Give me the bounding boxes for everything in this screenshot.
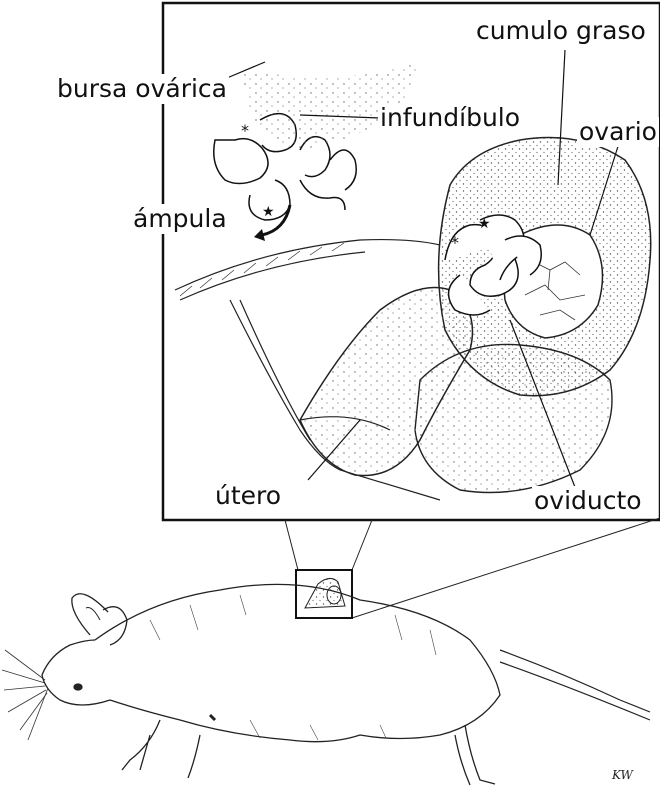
svg-text:★: ★ xyxy=(478,216,491,232)
svg-text:*: * xyxy=(241,121,249,140)
label-bursa-ovarica: bursa ovárica xyxy=(55,74,229,104)
label-ampula: ámpula xyxy=(131,204,229,234)
mouse-whiskers xyxy=(2,650,48,740)
ampulla-arrowhead xyxy=(254,229,265,241)
mesentery-hatching xyxy=(180,243,344,296)
svg-text:*: * xyxy=(451,233,459,252)
mouse-fur-strokes xyxy=(150,595,436,740)
label-ovario: ovario xyxy=(577,117,659,147)
artist-signature: KW xyxy=(612,768,633,782)
label-cumulo-graso: cumulo graso xyxy=(474,16,648,46)
svg-text:★: ★ xyxy=(262,204,275,220)
label-oviducto: oviducto xyxy=(532,486,644,516)
label-utero: útero xyxy=(213,481,283,511)
label-infundibulo: infundíbulo xyxy=(378,103,522,133)
